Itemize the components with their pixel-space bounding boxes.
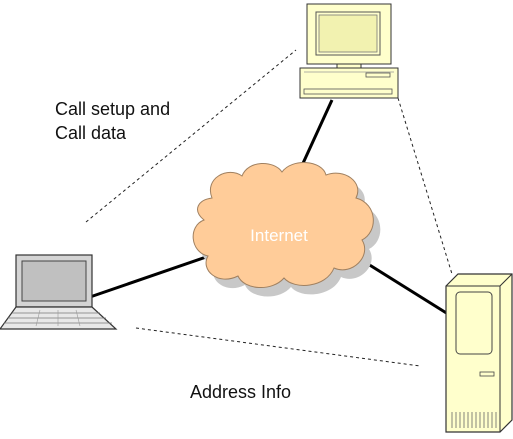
connection-desktop-internet xyxy=(297,99,334,173)
address-info-label: Address Info xyxy=(190,382,291,402)
connection-server-internet xyxy=(367,262,449,316)
solid-connections xyxy=(89,99,449,316)
cloud-icon xyxy=(192,162,374,288)
connection-desktop-server xyxy=(397,97,453,275)
connection-laptop-internet xyxy=(89,253,213,299)
cloud-label: Internet xyxy=(250,226,308,245)
call-setup-label-line1: Call setup and xyxy=(55,99,170,119)
tower-server xyxy=(445,273,513,433)
internet-cloud: Internet xyxy=(192,162,381,297)
call-setup-label-line2: Call data xyxy=(55,123,127,143)
laptop-icon xyxy=(0,254,118,330)
server-tower-icon xyxy=(445,273,513,433)
desktop-computer-icon xyxy=(299,3,399,99)
dashed-connections xyxy=(85,49,453,367)
connection-laptop-server xyxy=(135,327,421,367)
desktop-computer xyxy=(299,3,399,99)
laptop xyxy=(0,254,118,330)
